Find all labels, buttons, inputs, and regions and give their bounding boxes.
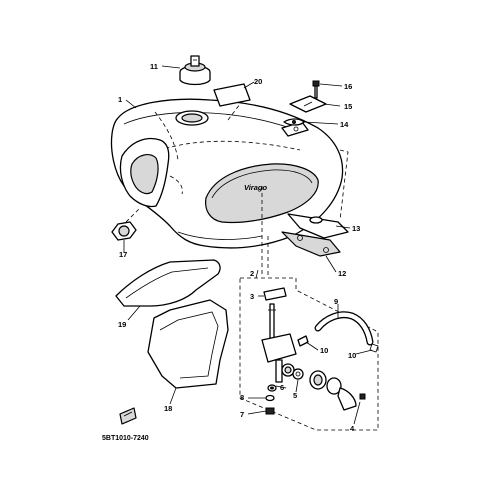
callout-7: 7 [240,410,244,419]
callout-6: 6 [280,383,284,392]
leader-lines [123,65,373,425]
washer-bolt [265,394,275,415]
nut [111,207,141,241]
callout-13: 13 [352,224,360,233]
fuel-tank: Virago [110,98,344,249]
callout-17: 17 [119,250,127,259]
callout-10a: 10 [320,346,328,355]
fuel-cap [179,55,211,86]
callout-19: 19 [118,320,126,329]
callout-12: 12 [338,269,346,278]
callout-1: 1 [118,95,122,104]
callout-4: 4 [350,424,355,433]
callout-9: 9 [334,297,338,306]
callout-16: 16 [344,82,352,91]
callout-5: 5 [293,391,297,400]
figure-code: 5BT1010-7240 [102,435,149,442]
callout-15: 15 [344,102,352,111]
rear-bolt-assembly [283,80,327,126]
callout-8: 8 [240,393,244,402]
tank-emblem-text: Virago [244,183,267,192]
tank-pad-lower [147,299,229,389]
rear-brackets [281,213,349,257]
callout-20: 20 [254,77,262,86]
callout-11: 11 [150,62,158,71]
decal-sheet [213,83,251,121]
callout-3: 3 [250,292,254,301]
callout-18: 18 [164,404,172,413]
fuel-hose [314,311,379,353]
callout-10b: 10 [348,351,356,360]
tank-pad-upper [115,259,221,307]
small-clip [119,407,137,425]
callout-14: 14 [340,120,349,129]
callout-2: 2 [250,269,254,278]
fuel-cock-assembly [239,277,379,431]
